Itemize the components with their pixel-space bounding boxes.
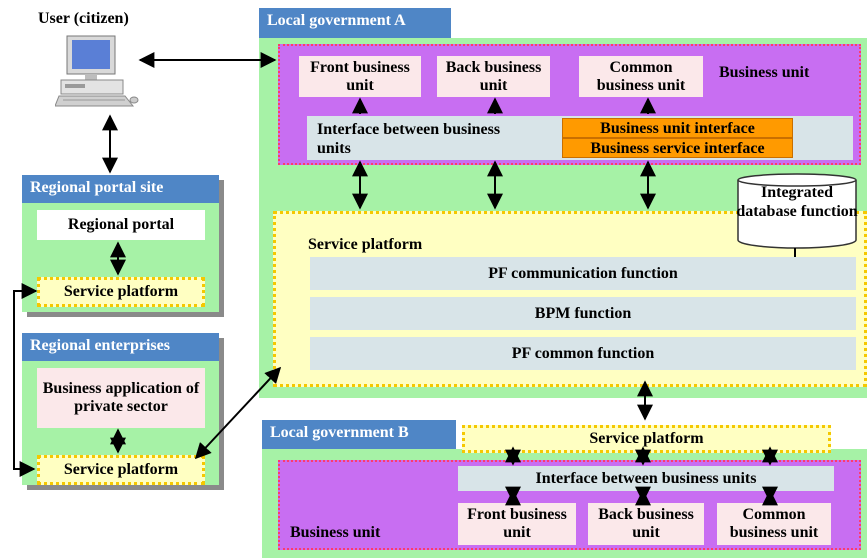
pf-common-function: PF common function	[310, 337, 856, 370]
private-sector-application-box: Business application of private sector	[37, 368, 205, 428]
business-service-interface: Business service interface	[562, 138, 793, 158]
regional-enterprises-title: Regional enterprises	[22, 333, 219, 361]
pf-communication-function: PF communication function	[310, 257, 856, 290]
integrated-database-label: Integrated database function	[736, 184, 858, 220]
bpm-function: BPM function	[310, 297, 856, 330]
service-platform-label-a: Service platform	[308, 236, 423, 253]
local-government-b-title: Local government B	[262, 420, 456, 449]
regional-portal-box: Regional portal	[37, 210, 205, 240]
user-label: User (citizen)	[38, 10, 129, 27]
business-unit-interface: Business unit interface	[562, 118, 793, 138]
common-business-unit-b: Common business unit	[717, 503, 831, 545]
database-cylinder-icon	[736, 172, 858, 250]
portal-service-platform: Service platform	[37, 277, 205, 307]
regional-portal-site-title: Regional portal site	[22, 175, 219, 203]
common-business-unit-a: Common business unit	[579, 56, 703, 97]
front-business-unit-b: Front business unit	[458, 503, 576, 545]
business-unit-label-a: Business unit	[719, 64, 810, 81]
back-business-unit-a: Back business unit	[437, 56, 550, 97]
local-government-a-title: Local government A	[259, 8, 451, 38]
front-business-unit-a: Front business unit	[299, 56, 421, 97]
service-platform-b: Service platform	[462, 425, 831, 453]
interface-label-a: Interface between business units	[317, 121, 501, 157]
computer-icon	[54, 32, 140, 112]
enterprises-service-platform: Service platform	[37, 455, 205, 485]
back-business-unit-b: Back business unit	[588, 503, 704, 545]
business-unit-label-b: Business unit	[290, 524, 381, 541]
